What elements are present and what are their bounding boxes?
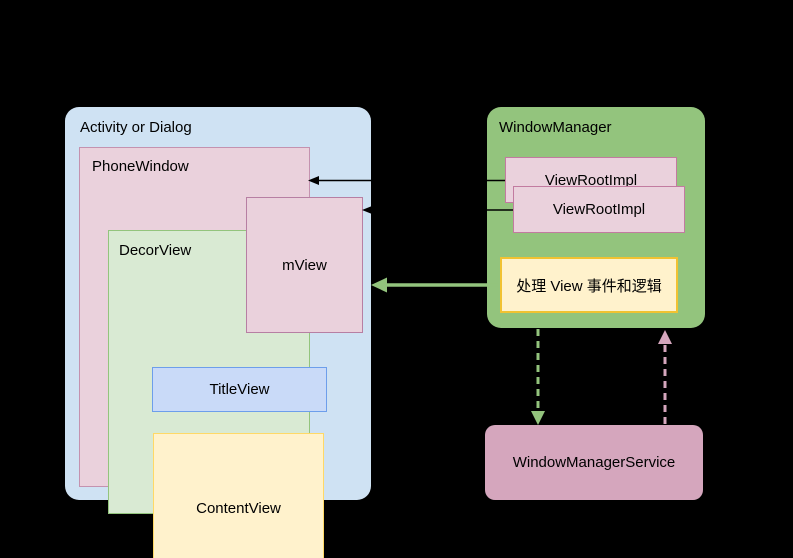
windowmanager-label: WindowManager [499,119,612,136]
contentview-box: ContentView [153,433,324,558]
titleview-box: TitleView [152,367,327,412]
decorview-label: DecorView [119,242,192,259]
windowmanagerservice-box: WindowManagerService [485,425,703,500]
phonewindow-label: PhoneWindow [92,158,189,175]
mview-box: mView [246,197,363,333]
arrow-handler-to-mview [371,277,498,293]
activity-or-dialog-label: Activity or Dialog [80,119,192,136]
arrow-wm-to-wms [531,329,545,425]
viewrootimpl-box-2: ViewRootImpl [513,186,685,233]
windowmanager-box: WindowManager ViewRootImpl ViewRootImpl … [487,107,705,328]
handle-view-events-note: 处理 View 事件和逻辑 [500,257,678,313]
arrow-wms-to-wm [658,330,672,424]
